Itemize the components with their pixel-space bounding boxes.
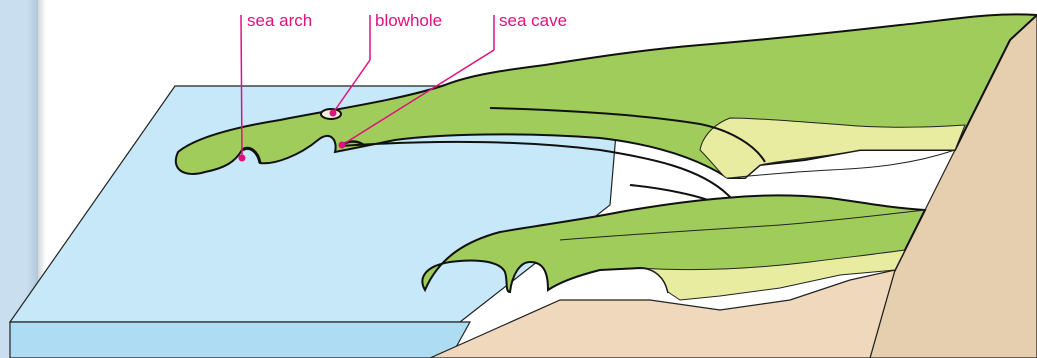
sea-front-face <box>10 322 470 358</box>
blowhole-label: blowhole <box>375 11 442 30</box>
blowhole-dot <box>330 110 337 117</box>
sea-arch-label: sea arch <box>247 11 312 30</box>
sea-cave-label: sea cave <box>499 11 567 30</box>
sea-arch-dot <box>239 155 246 162</box>
bay-pale-deposit <box>700 118 965 178</box>
sea-arch-leader-line <box>241 15 242 158</box>
sea-cave-dot <box>339 142 346 149</box>
